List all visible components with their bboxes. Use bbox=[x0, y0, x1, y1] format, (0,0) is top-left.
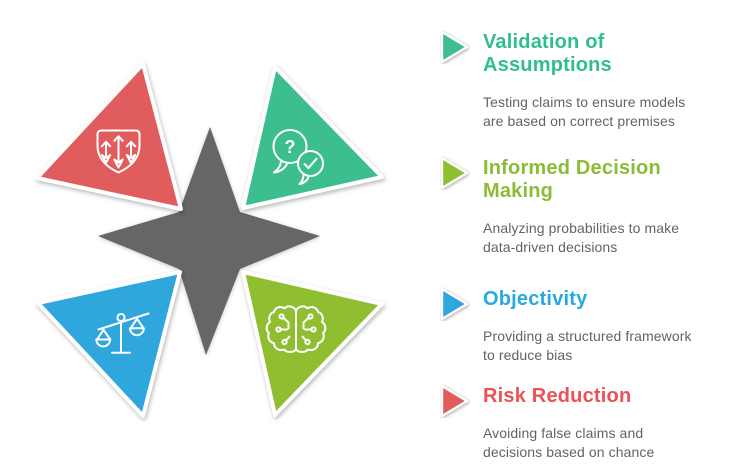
triangle-marker-green-icon bbox=[440, 30, 469, 64]
legend-desc-risk-reduction: Avoiding false claims and decisions base… bbox=[483, 425, 655, 460]
brain-circuit-icon bbox=[265, 305, 327, 353]
question-mark-glyph: ? bbox=[285, 137, 296, 157]
risk-reduction-triangle bbox=[35, 62, 183, 211]
legend-item-informed-decision: Informed Decision Making Analyzing proba… bbox=[440, 155, 740, 257]
legend-item-objectivity: Objectivity Providing a structured frame… bbox=[440, 286, 740, 365]
triangle-marker-red-icon bbox=[440, 384, 469, 418]
legend-desc-objectivity: Providing a structured framework to redu… bbox=[483, 328, 692, 363]
balance-scale-icon bbox=[95, 312, 150, 354]
triangle-marker-olive-icon bbox=[440, 156, 469, 190]
legend-item-validation: Validation of Assumptions Testing claims… bbox=[440, 29, 740, 131]
objectivity-triangle bbox=[36, 270, 182, 418]
triangles-diagram: ? bbox=[35, 62, 384, 418]
chat-question-check-icon: ? bbox=[272, 129, 324, 185]
legend-desc-validation: Testing claims to ensure models are base… bbox=[483, 94, 686, 129]
legend-title-objectivity: Objectivity bbox=[483, 288, 588, 310]
shield-arrows-icon bbox=[96, 129, 141, 174]
legend-title-validation: Validation of Assumptions bbox=[483, 31, 612, 76]
legend-item-risk-reduction: Risk Reduction Avoiding false claims and… bbox=[440, 383, 740, 462]
center-cross-shape bbox=[98, 127, 320, 355]
legend-desc-informed-decision: Analyzing probabilities to make data-dri… bbox=[483, 220, 680, 255]
validation-triangle: ? bbox=[241, 65, 384, 210]
legend-title-risk-reduction: Risk Reduction bbox=[483, 385, 632, 407]
legend-title-informed-decision: Informed Decision Making bbox=[483, 157, 661, 202]
triangle-marker-blue-icon bbox=[440, 287, 469, 321]
informed-decision-triangle bbox=[241, 270, 384, 417]
